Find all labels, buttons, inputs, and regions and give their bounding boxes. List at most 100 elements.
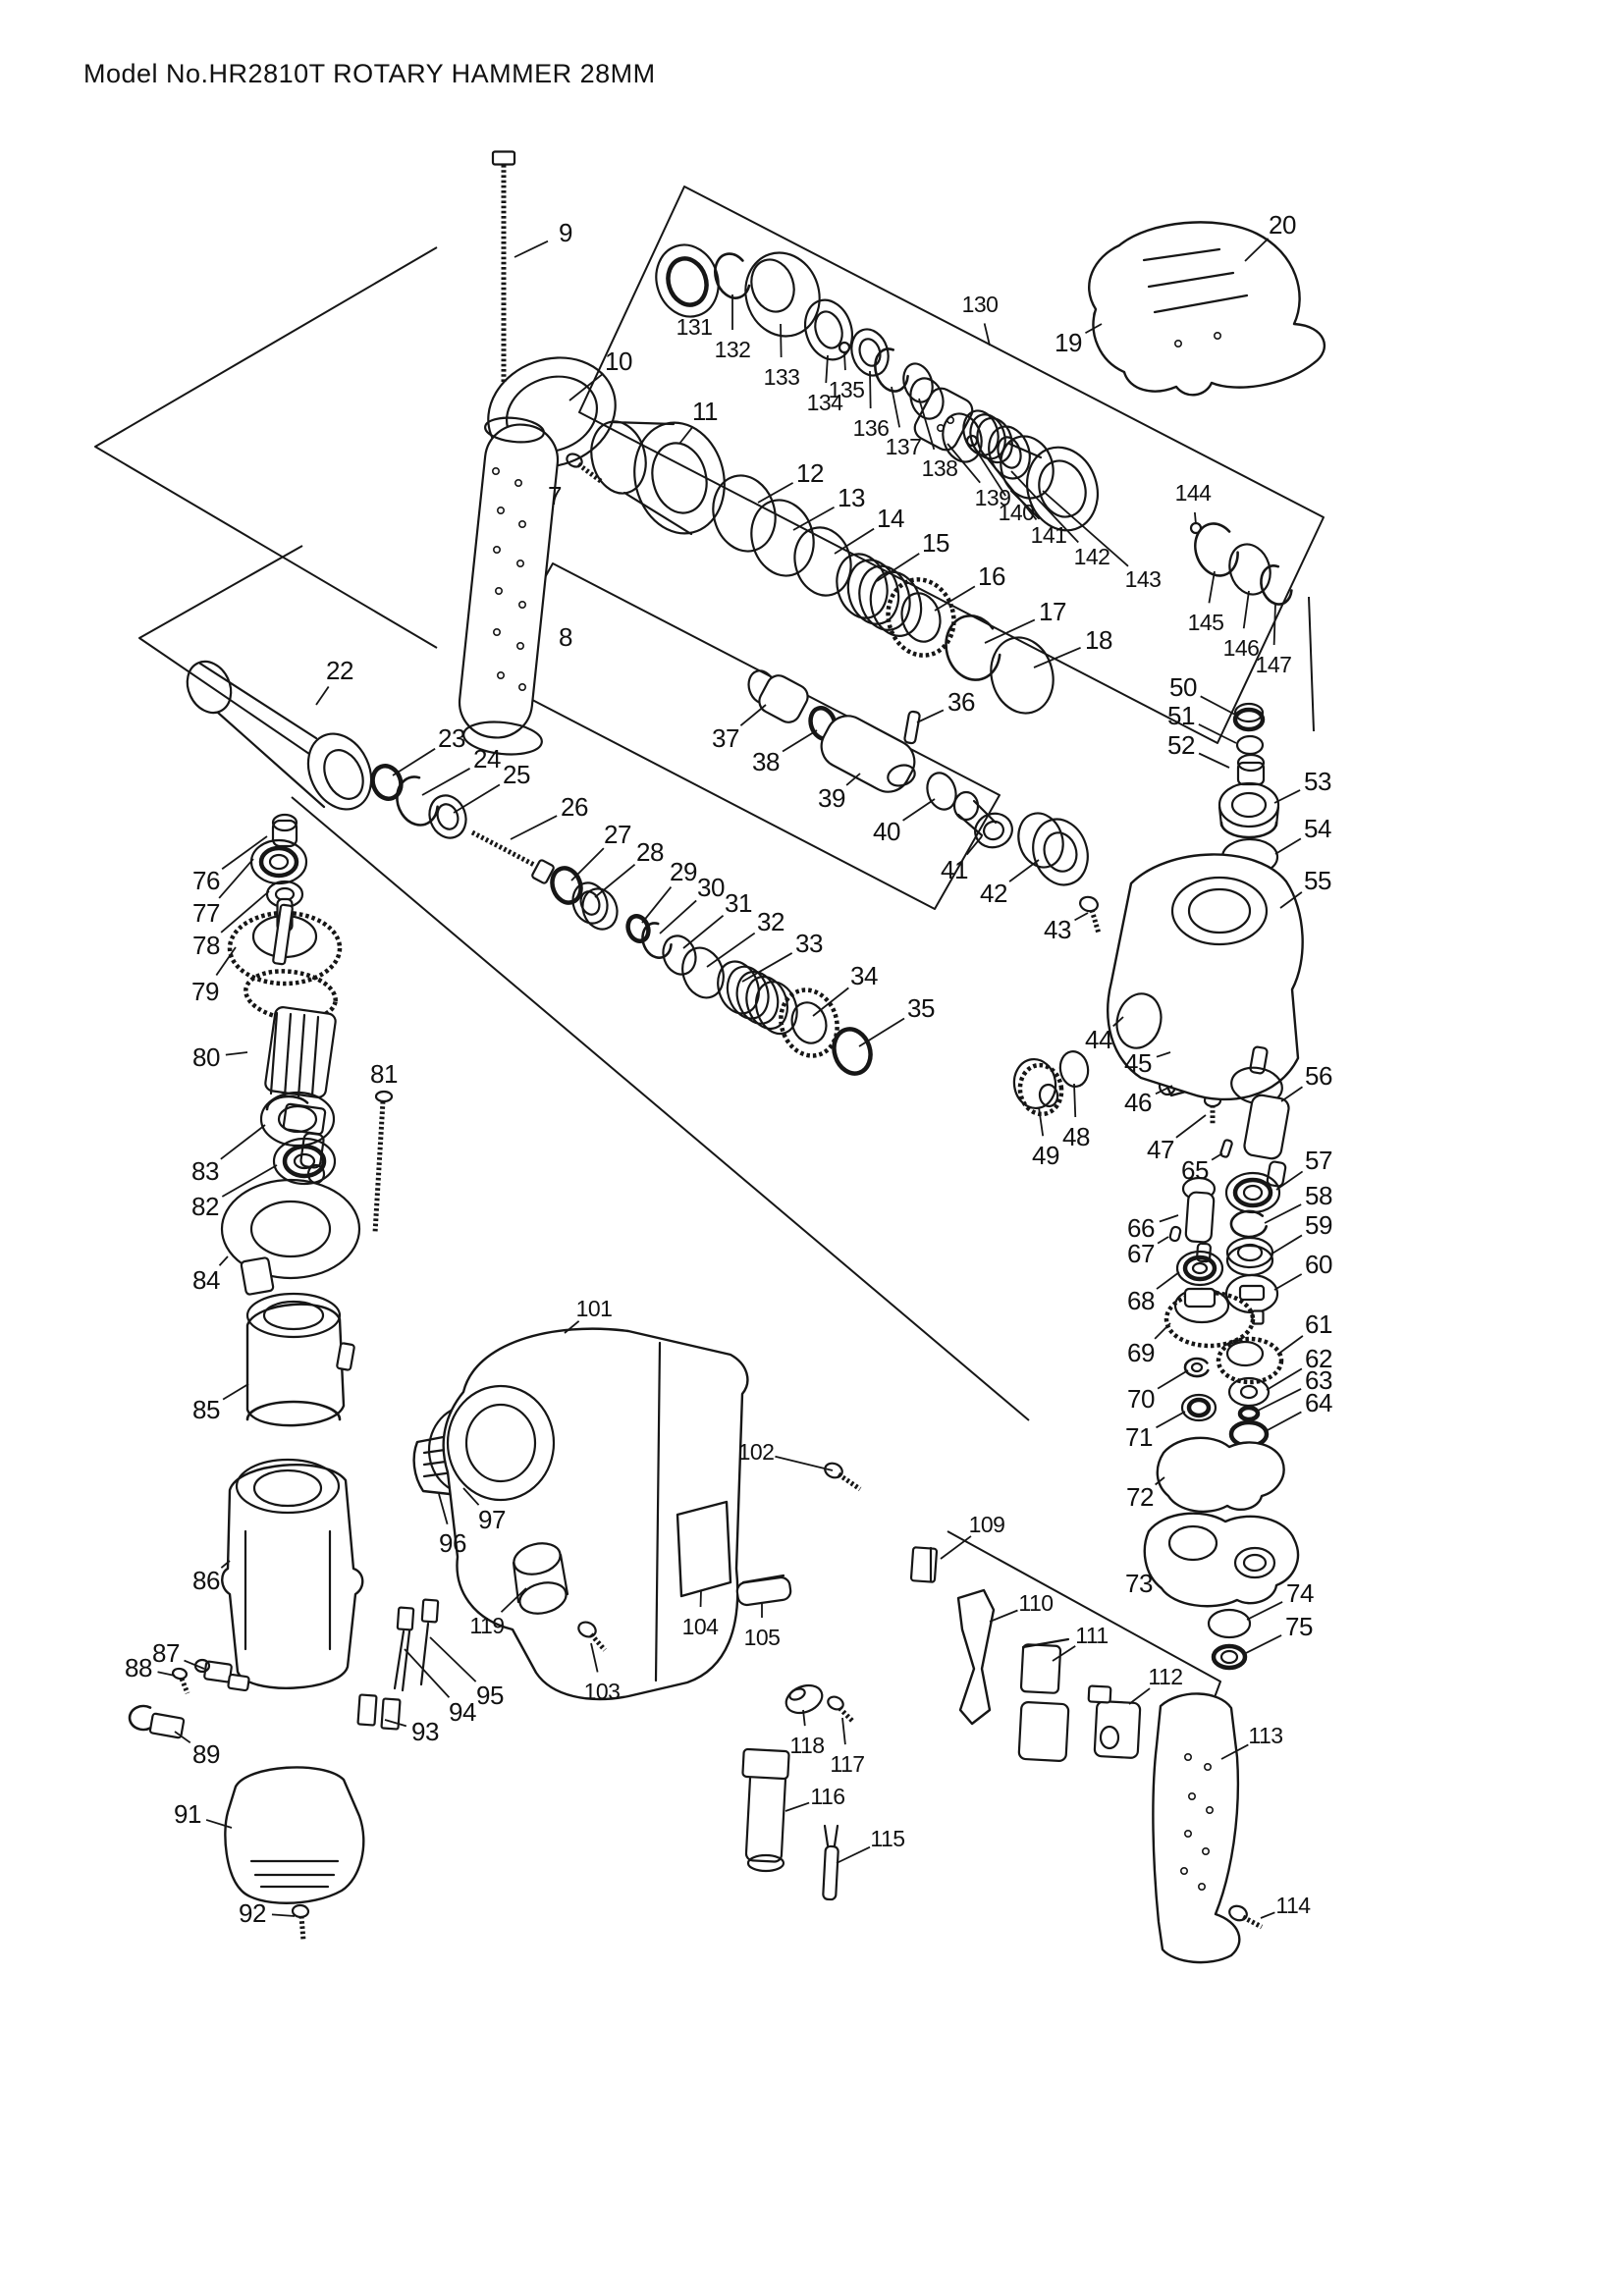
- part-label-33: 33: [795, 929, 823, 958]
- part-label-57: 57: [1305, 1146, 1332, 1175]
- part-label-20: 20: [1269, 210, 1296, 240]
- leader-22: [315, 685, 330, 706]
- leader-31: [682, 914, 725, 949]
- part-102: [824, 1462, 862, 1492]
- group-boundary-upper-group-vee: [94, 246, 438, 649]
- leader-136: [869, 370, 872, 409]
- leader-53: [1273, 789, 1301, 804]
- part-7: [566, 453, 604, 484]
- part-label-11: 11: [692, 397, 718, 426]
- part-label-17: 17: [1039, 597, 1066, 626]
- part-label-46: 46: [1124, 1088, 1152, 1117]
- part-label-56: 56: [1305, 1061, 1332, 1091]
- part-label-9: 9: [559, 218, 572, 247]
- part-label-18: 18: [1085, 625, 1112, 655]
- part-label-19: 19: [1055, 328, 1082, 357]
- leader-27: [570, 847, 605, 881]
- part-29: [625, 914, 651, 943]
- leader-56: [1280, 1086, 1304, 1102]
- part-20: [1088, 221, 1326, 397]
- part-label-72: 72: [1126, 1482, 1154, 1512]
- leader-11: [678, 426, 694, 445]
- part-59: [1225, 1236, 1274, 1277]
- leader-54: [1274, 837, 1302, 855]
- part-label-41: 41: [941, 855, 968, 884]
- leader-109: [940, 1535, 972, 1560]
- part-label-104: 104: [682, 1614, 720, 1639]
- part-94: [393, 1606, 415, 1692]
- part-label-26: 26: [561, 792, 588, 822]
- part-15: [836, 553, 923, 637]
- part-label-109: 109: [969, 1512, 1005, 1537]
- leader-133: [780, 323, 783, 358]
- part-label-77: 77: [192, 898, 220, 928]
- part-label-7: 7: [548, 481, 562, 510]
- leader-92: [271, 1913, 296, 1917]
- leader-19: [1085, 323, 1103, 335]
- leader-114: [1260, 1911, 1275, 1919]
- leader-28: [594, 863, 636, 898]
- part-label-117: 117: [830, 1751, 864, 1777]
- leader-116: [784, 1801, 810, 1812]
- leader-67: [1157, 1236, 1169, 1245]
- leader-39: [845, 773, 861, 786]
- part-label-145: 145: [1188, 610, 1224, 635]
- part-147: [1260, 564, 1293, 606]
- leader-30: [659, 899, 697, 934]
- part-label-147: 147: [1256, 652, 1292, 677]
- leader-57: [1275, 1170, 1304, 1191]
- part-62: [1227, 1376, 1271, 1408]
- part-label-60: 60: [1305, 1250, 1332, 1279]
- part-28: [571, 881, 619, 931]
- part-33: [717, 960, 798, 1036]
- part-18: [990, 636, 1055, 715]
- part-57: [1224, 1171, 1281, 1214]
- part-label-116: 116: [810, 1784, 844, 1809]
- part-label-64: 64: [1305, 1388, 1332, 1417]
- part-label-67: 67: [1127, 1239, 1155, 1268]
- part-label-32: 32: [757, 907, 784, 936]
- leader-71: [1156, 1411, 1186, 1429]
- part-label-114: 114: [1275, 1893, 1311, 1918]
- part-23: [370, 764, 404, 801]
- part-label-81: 81: [370, 1059, 398, 1089]
- part-26: [470, 829, 555, 884]
- leader-113: [1220, 1743, 1249, 1760]
- part-label-84: 84: [192, 1265, 220, 1295]
- part-50: [1232, 702, 1266, 732]
- part-label-58: 58: [1305, 1181, 1332, 1210]
- part-91: [224, 1766, 365, 1904]
- part-71: [1180, 1393, 1217, 1422]
- part-95: [419, 1598, 440, 1686]
- leader-64: [1265, 1411, 1302, 1432]
- part-label-27: 27: [604, 820, 631, 849]
- leader-144: [1193, 511, 1197, 525]
- leader-143: [1042, 490, 1129, 567]
- leader-89: [174, 1731, 191, 1744]
- part-label-139: 139: [975, 485, 1011, 510]
- leader-38: [782, 729, 818, 753]
- part-label-87: 87: [152, 1638, 180, 1668]
- leader-49: [1038, 1106, 1045, 1137]
- part-label-14: 14: [877, 504, 904, 533]
- leader-24: [421, 767, 470, 796]
- leader-65: [1211, 1152, 1223, 1161]
- leader-12: [757, 482, 794, 504]
- part-label-80: 80: [192, 1042, 220, 1072]
- part-117: [827, 1695, 854, 1723]
- part-label-133: 133: [764, 364, 800, 390]
- part-label-54: 54: [1304, 814, 1331, 843]
- part-label-45: 45: [1124, 1048, 1152, 1078]
- leader-75: [1243, 1634, 1282, 1655]
- part-146: [1228, 543, 1271, 596]
- leader-141: [981, 451, 1038, 520]
- part-11: [590, 420, 726, 536]
- leader-15: [876, 553, 920, 582]
- leader-68: [1156, 1271, 1180, 1290]
- leader-95: [429, 1636, 477, 1682]
- part-label-78: 78: [192, 931, 220, 960]
- leader-61: [1276, 1335, 1304, 1356]
- part-label-28: 28: [636, 837, 664, 867]
- leader-82: [221, 1164, 278, 1198]
- leader-14: [834, 527, 875, 555]
